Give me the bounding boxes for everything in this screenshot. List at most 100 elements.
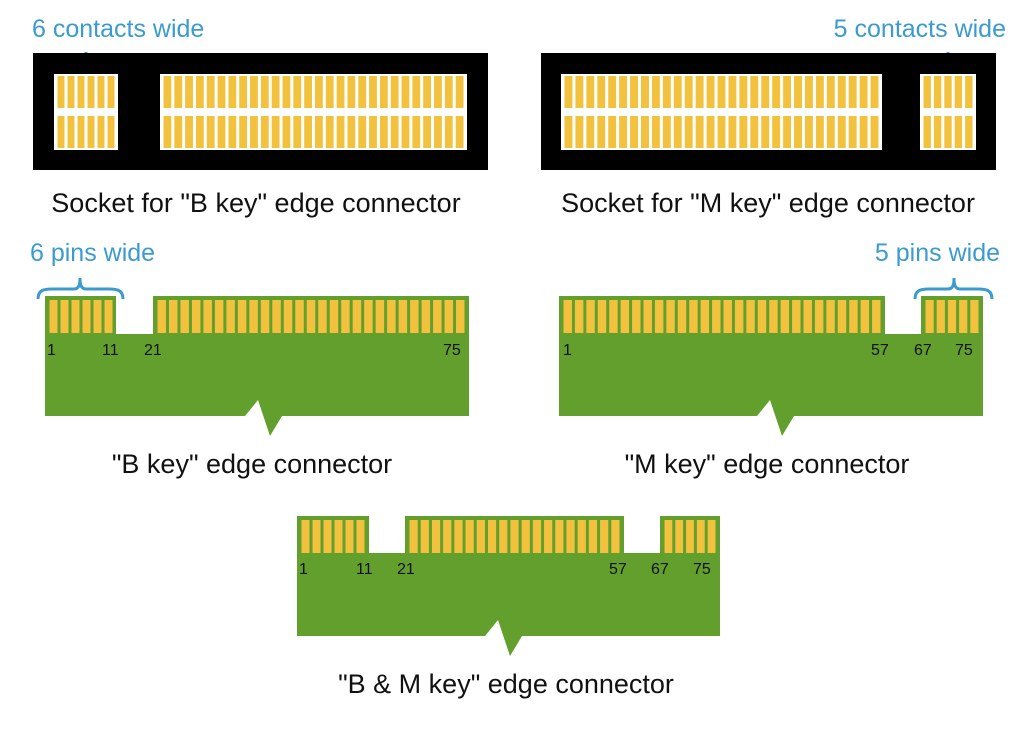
pin-m-connector-pins-main-r0-18 (769, 300, 778, 333)
pin-bm-connector-pins-main-r0-15 (577, 520, 586, 553)
contact-b-socket-contacts-main-r1-10 (271, 116, 280, 148)
contact-m-socket-contacts-main-r1-1 (575, 116, 584, 148)
contact-m-socket-contacts-main-r0-6 (630, 76, 639, 108)
bm-pin-label-57: 57 (609, 561, 627, 578)
contact-b-socket-contacts-main-r1-13 (304, 116, 312, 148)
pin-bm-connector-pins-right-r0-2 (686, 520, 694, 553)
contact-b-socket-contacts-r0-1 (67, 76, 75, 108)
pin-b-connector-pins-left-r0-1 (60, 300, 69, 333)
contact-b-socket-contacts-main-r1-9 (260, 116, 269, 148)
contact-b-socket-contacts-main-r1-5 (217, 116, 226, 148)
pin-m-connector-pins-main-r0-22 (814, 300, 824, 333)
contact-b-socket-contacts-main-r1-19 (369, 116, 377, 148)
contact-b-socket-contacts-main-r0-10 (271, 76, 280, 108)
m-pin-label-75: 75 (955, 342, 973, 359)
contact-m-socket-contacts-main-r1-24 (826, 116, 835, 148)
contact-b-socket-contacts-main-r0-6 (228, 76, 237, 108)
contact-m-socket-contacts-main-r1-2 (586, 116, 595, 148)
contact-b-socket-contacts-r1-2 (77, 116, 85, 148)
pin-m-connector-pins-right-r0-0 (925, 300, 934, 333)
pin-m-connector-pins-main-r0-1 (574, 300, 584, 333)
bm-connector-caption: "B & M key" edge connector (338, 669, 674, 699)
contact-m-socket-contacts-main-r0-28 (870, 76, 879, 108)
contact-b-socket-contacts-r0-4 (97, 76, 105, 108)
pin-b-connector-pins-main-r0-23 (421, 300, 431, 333)
pin-b-connector-pins-main-r0-2 (180, 300, 189, 333)
pin-bm-connector-pins-main-r0-4 (454, 520, 463, 553)
pin-bm-connector-pins-main-r0-12 (544, 520, 553, 553)
contact-m-socket-contacts-main-r0-15 (728, 76, 737, 108)
contact-m-socket-contacts-main-r1-14 (717, 116, 726, 148)
contact-b-socket-contacts-main-r0-25 (434, 76, 442, 108)
contact-m-socket-contacts-main-r1-6 (630, 116, 639, 148)
pin-m-connector-pins-main-r0-23 (826, 300, 835, 333)
contact-b-socket-contacts-main-r0-8 (250, 76, 258, 108)
bm-connector-pins-main (409, 520, 620, 553)
pin-m-connector-pins-main-r0-25 (849, 300, 858, 333)
m-connector-pins-main (563, 300, 881, 333)
contact-m-socket-contacts-r1-1 (933, 116, 942, 148)
contact-b-socket-contacts-main-r1-15 (325, 116, 334, 148)
pin-bm-connector-pins-right-r0-3 (696, 520, 705, 553)
pin-m-connector-pins-main-r0-21 (803, 300, 812, 333)
pin-b-connector-pins-main-r0-12 (295, 300, 304, 333)
contact-b-socket-contacts-main-r0-14 (315, 76, 323, 108)
contact-b-socket-contacts-main-r1-7 (239, 116, 248, 148)
pin-bm-connector-pins-main-r0-2 (431, 520, 441, 553)
pin-m-connector-pins-main-r0-14 (723, 300, 732, 333)
pin-m-connector-pins-main-r0-9 (666, 300, 675, 333)
pin-bm-connector-pins-main-r0-6 (476, 520, 485, 553)
contact-b-socket-contacts-main-r0-27 (455, 76, 464, 108)
contact-b-socket-contacts-main-r0-2 (185, 76, 193, 108)
pin-b-connector-pins-left-r0-3 (82, 300, 91, 333)
contact-b-socket-contacts-r0-2 (77, 76, 85, 108)
contact-m-socket-contacts-main-r1-0 (564, 116, 573, 148)
contact-m-socket-contacts-main-r1-7 (641, 116, 649, 148)
contact-b-socket-contacts-main-r1-21 (390, 116, 399, 148)
pin-m-connector-pins-main-r0-15 (734, 300, 744, 333)
contact-b-socket-contacts-main-r1-8 (250, 116, 258, 148)
bm-pin-label-11: 11 (356, 561, 373, 578)
contact-b-socket-contacts-main-r0-12 (293, 76, 302, 108)
contact-b-socket-contacts-main-r0-4 (206, 76, 215, 108)
pin-bm-connector-pins-main-r0-1 (420, 520, 429, 553)
pin-b-connector-pins-main-r0-7 (237, 300, 247, 333)
contact-m-socket-contacts-main-r0-0 (564, 76, 573, 108)
contact-m-socket-contacts-r1-4 (965, 116, 973, 148)
pin-m-connector-pins-right-r0-3 (959, 300, 968, 333)
contact-b-socket-contacts-r1-5 (107, 116, 115, 148)
pin-b-connector-pins-main-r0-8 (249, 300, 258, 333)
contact-b-socket-contacts-r1-0 (57, 116, 65, 148)
pin-m-connector-pins-main-r0-12 (700, 300, 710, 333)
contact-b-socket-contacts-main-r1-2 (185, 116, 193, 148)
b-key-connector: 6 pins wide 1 11 21 75 "B key" edge conn… (30, 239, 469, 479)
pin-m-connector-pins-main-r0-4 (609, 300, 618, 333)
pin-m-connector-pins-main-r0-8 (654, 300, 664, 333)
contact-m-socket-contacts-main-r0-16 (739, 76, 748, 108)
contact-m-socket-contacts-main-r1-5 (619, 116, 628, 148)
pin-bm-connector-pins-left-r0-5 (356, 520, 365, 553)
contact-b-socket-contacts-main-r1-4 (206, 116, 215, 148)
contact-m-socket-contacts-main-r0-2 (586, 76, 595, 108)
contact-m-socket-contacts-main-r1-3 (597, 116, 606, 148)
pin-bm-connector-pins-main-r0-8 (499, 520, 508, 553)
contact-m-socket-contacts-main-r1-28 (870, 116, 879, 148)
contact-b-socket-contacts-main-r0-7 (239, 76, 248, 108)
pin-m-connector-pins-right-r0-2 (947, 300, 957, 333)
contact-b-socket-contacts-r1-3 (87, 116, 95, 148)
contact-m-socket-contacts-main-r0-8 (651, 76, 660, 108)
pin-b-connector-pins-main-r0-21 (398, 300, 408, 333)
pin-bm-connector-pins-main-r0-13 (555, 520, 564, 553)
contact-m-socket-contacts-main-r0-4 (608, 76, 617, 108)
contact-m-socket-contacts-main-r0-11 (684, 76, 693, 108)
contact-m-socket-contacts-main-r0-3 (597, 76, 606, 108)
contact-b-socket-contacts-main-r1-18 (358, 116, 367, 148)
contact-m-socket-contacts-main-r0-10 (673, 76, 682, 108)
m-pin-label-1: 1 (563, 342, 572, 359)
pin-b-connector-pins-main-r0-20 (387, 300, 396, 333)
contact-m-socket-contacts-main-r0-20 (783, 76, 792, 108)
contact-m-socket-contacts-r1-3 (954, 116, 963, 148)
contact-b-socket-contacts-main-r1-1 (174, 116, 183, 148)
contact-m-socket-contacts-main-r1-21 (794, 116, 802, 148)
pin-b-connector-pins-left-r0-0 (49, 300, 58, 333)
